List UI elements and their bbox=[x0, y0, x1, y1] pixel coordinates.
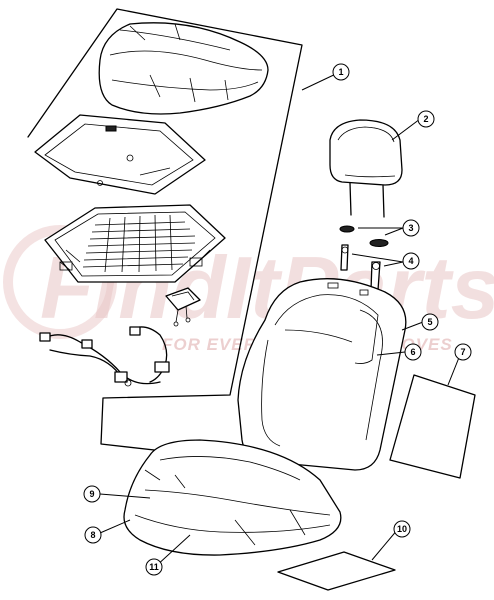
callout-label: 8 bbox=[90, 530, 95, 540]
callout-9: 9 bbox=[83, 485, 101, 503]
seat-back bbox=[237, 278, 407, 471]
headrest-sleeves bbox=[340, 244, 381, 291]
callout-label: 5 bbox=[427, 317, 432, 327]
callout-label: 1 bbox=[338, 67, 343, 77]
seat-frame bbox=[44, 204, 226, 283]
callout-11: 11 bbox=[145, 558, 163, 576]
callout-label: 9 bbox=[89, 489, 94, 499]
back-panel bbox=[389, 374, 476, 479]
seat-pan-bracket bbox=[105, 125, 117, 132]
headrest-guides bbox=[339, 225, 389, 247]
callout-8: 8 bbox=[84, 526, 102, 544]
callout-3: 3 bbox=[402, 219, 420, 237]
wiring-harness bbox=[39, 326, 170, 387]
headrest bbox=[329, 119, 403, 218]
seat-pan bbox=[34, 114, 206, 195]
callout-label: 3 bbox=[408, 223, 413, 233]
assembly-boundary bbox=[27, 8, 303, 453]
seat-module bbox=[165, 287, 201, 327]
callout-4: 4 bbox=[402, 252, 420, 270]
callout-label: 7 bbox=[460, 347, 465, 357]
callout-1: 1 bbox=[332, 63, 350, 81]
callout-label: 2 bbox=[423, 114, 428, 124]
seat-cushion bbox=[123, 439, 342, 556]
callout-label: 6 bbox=[410, 347, 415, 357]
callout-label: 10 bbox=[397, 524, 407, 534]
callout-10: 10 bbox=[393, 520, 411, 538]
callout-5: 5 bbox=[421, 313, 439, 331]
seat-cushion-pad bbox=[98, 22, 269, 115]
callout-7: 7 bbox=[454, 343, 472, 361]
callout-label: 11 bbox=[149, 562, 159, 572]
callout-6: 6 bbox=[404, 343, 422, 361]
cushion-pad-sheet bbox=[277, 551, 396, 591]
callout-label: 4 bbox=[408, 256, 413, 266]
callout-2: 2 bbox=[417, 110, 435, 128]
